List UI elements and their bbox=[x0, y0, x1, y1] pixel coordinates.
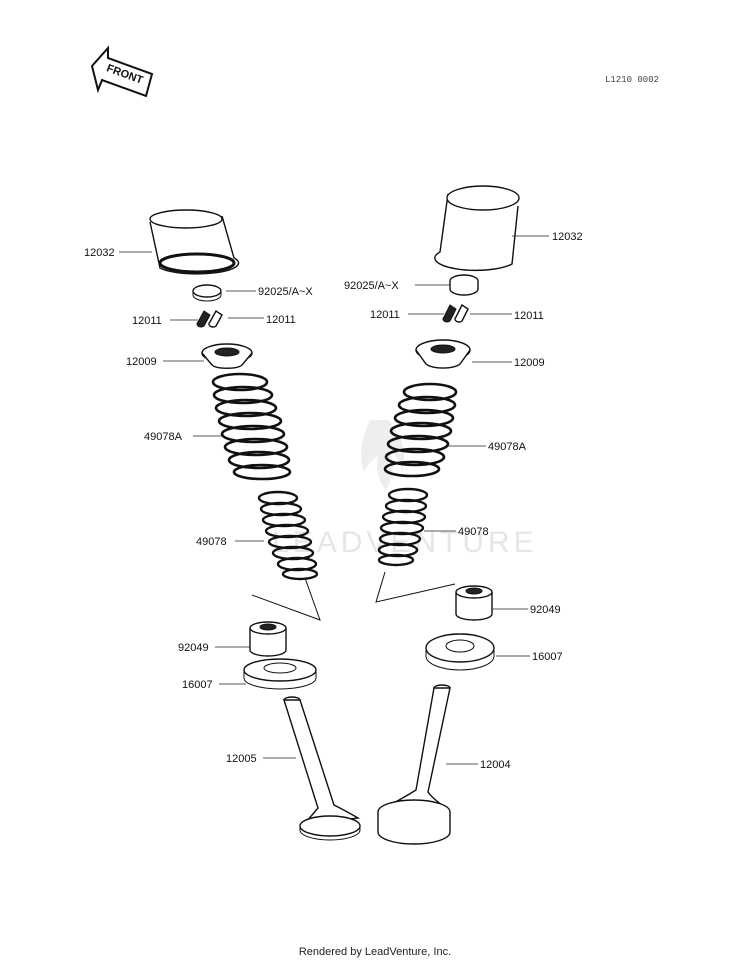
callout-cotter-right-a: 12011 bbox=[370, 309, 400, 321]
cotters-right bbox=[442, 303, 469, 323]
inner-spring-right bbox=[377, 487, 429, 567]
watermark-text: LEADVENTURE bbox=[272, 526, 538, 559]
outer-spring-left bbox=[211, 372, 292, 481]
cotters-left bbox=[196, 309, 223, 328]
callout-cotter-right-b: 12011 bbox=[514, 310, 544, 322]
intake-valve bbox=[377, 684, 451, 845]
callout-labels: 12032 12032 92025/A~X 92025/A~X 12011 12… bbox=[84, 231, 583, 771]
guide-lines-right bbox=[375, 571, 456, 603]
callout-shim-left: 92025/A~X bbox=[258, 286, 313, 298]
leadventure-watermark: LEADVENTURE bbox=[272, 420, 538, 559]
tappet-right bbox=[434, 185, 520, 272]
callout-outer-spring-left: 49078A bbox=[144, 431, 183, 443]
retainer-right bbox=[415, 339, 471, 369]
callout-cotter-left-b: 12011 bbox=[266, 314, 296, 326]
stem-seal-right bbox=[455, 585, 493, 621]
diagram-code: L1210 0002 bbox=[605, 75, 659, 85]
callout-retainer-left: 12009 bbox=[126, 356, 157, 368]
guide-lines-left bbox=[251, 577, 321, 621]
callout-shim-right: 92025/A~X bbox=[344, 280, 399, 292]
retainer-left bbox=[201, 343, 253, 369]
inner-spring-left bbox=[257, 490, 319, 581]
callout-cotter-left-a: 12011 bbox=[132, 315, 162, 327]
callout-exhaust-valve: 12005 bbox=[226, 753, 257, 765]
shim-right bbox=[449, 274, 479, 296]
callout-intake-valve: 12004 bbox=[480, 759, 511, 771]
tappet-left bbox=[149, 209, 240, 275]
callout-tappet-left: 12032 bbox=[84, 247, 115, 259]
outer-spring-right bbox=[383, 382, 458, 478]
front-direction-arrow: FRONT bbox=[90, 45, 154, 98]
callout-inner-spring-left: 49078 bbox=[196, 536, 227, 548]
callout-spring-seat-left: 16007 bbox=[182, 679, 213, 691]
callout-stem-seal-right: 92049 bbox=[530, 604, 561, 616]
callout-retainer-right: 12009 bbox=[514, 357, 545, 369]
callout-tappet-right: 12032 bbox=[552, 231, 583, 243]
exhaust-valve bbox=[283, 696, 361, 841]
stem-seal-left bbox=[249, 621, 287, 657]
callout-spring-seat-right: 16007 bbox=[532, 651, 563, 663]
callout-inner-spring-right: 49078 bbox=[458, 526, 489, 538]
shim-left bbox=[192, 284, 222, 302]
footer-credit: Rendered by LeadVenture, Inc. bbox=[298, 946, 452, 958]
callout-stem-seal-left: 92049 bbox=[178, 642, 209, 654]
spring-seat-right bbox=[425, 633, 495, 671]
leader-lines bbox=[119, 235, 549, 765]
callout-outer-spring-right: 49078A bbox=[488, 441, 527, 453]
spring-seat-left bbox=[243, 658, 317, 690]
